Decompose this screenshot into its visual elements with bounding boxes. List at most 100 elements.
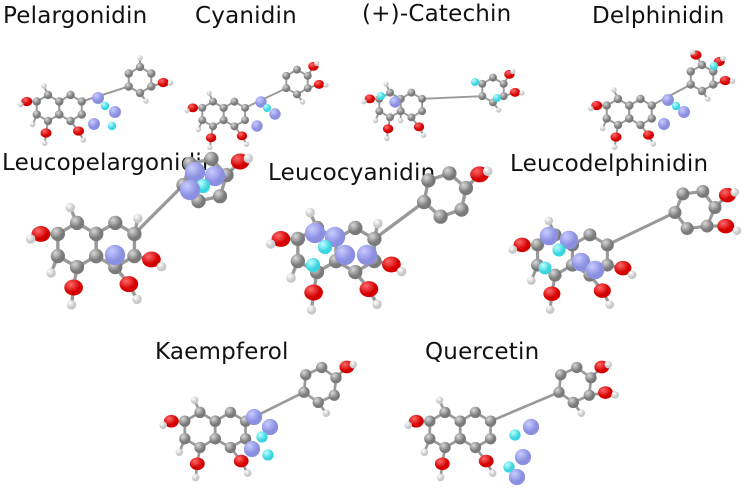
- oxygen-atom: [21, 96, 33, 107]
- carbon-atom: [239, 433, 252, 445]
- hydrogen-atom: [612, 144, 618, 150]
- carbon-atom: [647, 114, 656, 123]
- oxygen-atom: [382, 256, 401, 273]
- carbon-atom: [219, 116, 228, 125]
- carbon-atom: [416, 194, 432, 210]
- hydrogen-atom: [732, 226, 742, 236]
- carbon-atom: [219, 103, 228, 112]
- orbital-lobe: [471, 78, 479, 86]
- hydrogen-atom: [167, 80, 174, 86]
- hydrogen-atom: [132, 294, 142, 305]
- orbital-lobe: [559, 230, 579, 250]
- hydrogen-atom: [398, 118, 404, 124]
- hydrogen-atom: [190, 396, 199, 405]
- molecule-delphinidin: [587, 49, 736, 150]
- hydrogen-atom: [156, 261, 167, 272]
- carbon-atom: [179, 415, 191, 427]
- carbon-atom: [290, 253, 306, 269]
- hydrogen-atom: [404, 421, 412, 430]
- hydrogen-atom: [587, 105, 594, 112]
- carbon-atom: [224, 406, 237, 419]
- orbital-lobe: [256, 431, 268, 443]
- carbon-atom: [484, 415, 497, 427]
- hydrogen-atom: [286, 273, 296, 283]
- hydrogen-atom: [510, 68, 516, 75]
- carbon-atom: [489, 73, 497, 82]
- orbital-lobe: [709, 61, 719, 71]
- carbon-atom: [230, 122, 239, 131]
- oxygen-atom: [64, 279, 83, 296]
- orbital-lobe: [107, 121, 117, 131]
- orbital-lobe: [92, 92, 104, 104]
- carbon-atom: [636, 94, 645, 104]
- orbital-lobe: [493, 94, 501, 102]
- bond: [606, 211, 676, 247]
- oxygen-atom: [614, 260, 632, 276]
- carbon-atom: [194, 441, 206, 454]
- orbital-lobe: [255, 96, 267, 108]
- hydrogen-atom: [611, 391, 619, 399]
- carbon-atom: [583, 389, 595, 401]
- orbital-lobe: [539, 226, 559, 246]
- carbon-atom: [676, 187, 690, 201]
- carbon-atom: [50, 226, 66, 242]
- carbon-atom: [602, 114, 611, 123]
- carbon-atom: [69, 259, 85, 275]
- orbital-lobe: [538, 261, 552, 275]
- oxygen-atom: [31, 226, 51, 242]
- oxygen-atom: [271, 231, 291, 247]
- hydrogen-atom: [488, 469, 497, 477]
- orbital-lobe: [522, 418, 540, 436]
- hydrogen-atom: [191, 473, 200, 482]
- carbon-atom: [499, 79, 508, 88]
- oxygen-atom: [434, 457, 450, 471]
- carbon-atom: [55, 110, 64, 119]
- hydrogen-atom: [611, 87, 617, 93]
- oxygen-atom: [359, 281, 379, 298]
- oxygen-atom: [304, 284, 323, 301]
- carbon-atom: [386, 113, 394, 122]
- carbon-atom: [555, 369, 567, 381]
- carbon-atom: [700, 219, 714, 233]
- hydrogen-atom: [195, 127, 202, 133]
- hydrogen-atom: [323, 82, 329, 88]
- carbon-atom: [230, 97, 239, 106]
- hydrogen-atom: [65, 202, 75, 213]
- hydrogen-atom: [206, 90, 212, 96]
- carbon-atom: [439, 441, 451, 454]
- hydrogen-atom: [604, 360, 613, 369]
- carbon-atom: [108, 215, 123, 231]
- orbital-lobe: [184, 161, 206, 183]
- orbital-lobe: [658, 118, 670, 130]
- carbon-atom: [469, 406, 482, 419]
- oxygen-atom: [591, 100, 603, 111]
- carbon-atom: [396, 107, 405, 116]
- molecule-leucodelphinidin: [508, 184, 742, 314]
- carbon-atom: [124, 82, 133, 91]
- orbital-lobe: [671, 101, 681, 111]
- carbon-atom: [88, 248, 104, 264]
- oxygen-atom: [717, 218, 735, 234]
- orbital-lobe: [100, 101, 110, 111]
- orbital-lobe: [509, 429, 521, 441]
- carbon-atom: [209, 415, 221, 427]
- carbon-atom: [567, 396, 579, 409]
- label-leucopelargonidin: Leucopelargonidin: [2, 150, 217, 176]
- carbon-atom: [585, 372, 597, 384]
- oxygen-atom: [236, 131, 248, 141]
- orbital-lobe: [552, 243, 566, 257]
- hydrogen-atom: [689, 49, 696, 55]
- carbon-atom: [636, 120, 645, 130]
- carbon-atom: [198, 103, 207, 112]
- carbon-atom: [147, 82, 156, 91]
- orbital-lobe: [269, 108, 281, 120]
- carbon-atom: [478, 79, 487, 88]
- label-quercetin: Quercetin: [425, 339, 540, 365]
- hydrogen-atom: [243, 469, 252, 477]
- carbon-atom: [375, 107, 384, 116]
- carbon-atom: [328, 389, 340, 401]
- hydrogen-atom: [29, 121, 36, 128]
- carbon-atom: [583, 228, 597, 242]
- carbon-atom: [241, 116, 250, 125]
- hydrogen-atom: [42, 140, 48, 146]
